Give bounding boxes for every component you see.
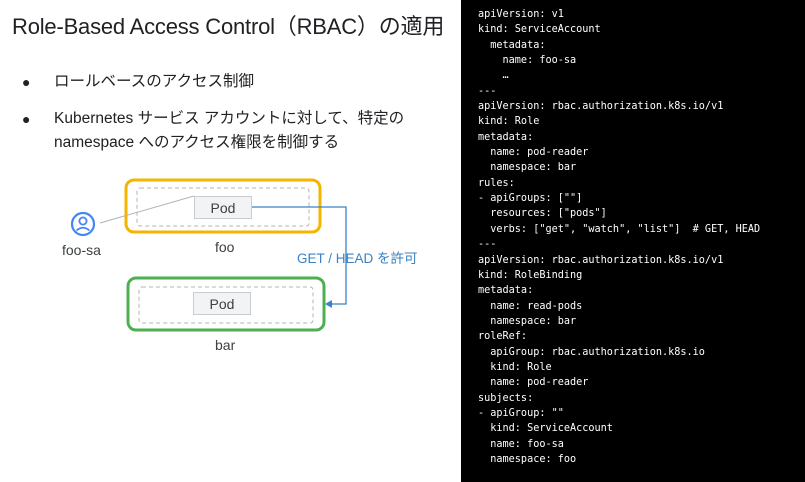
pod-foo: Pod: [194, 196, 252, 219]
code-line: name: read-pods: [478, 300, 583, 312]
code-line: …: [478, 70, 509, 82]
namespace-bar-inner-dashed: [138, 286, 314, 324]
bullet-list: ● ロールベースのアクセス制御 ● Kubernetes サービス アカウントに…: [22, 70, 452, 168]
bullet-marker: ●: [22, 111, 31, 127]
slide-left-panel: Role-Based Access Control（RBAC）の適用 ● ロール…: [0, 14, 461, 370]
code-line: kind: ServiceAccount: [478, 24, 601, 36]
bullet-item: ● Kubernetes サービス アカウントに対して、特定の namespac…: [22, 107, 452, 155]
rbac-diagram: Pod Pod foo-sa foo bar GET / HEAD を許可: [0, 170, 461, 370]
code-line: metadata:: [478, 285, 534, 297]
code-line: metadata:: [478, 39, 546, 51]
code-line: namespace: foo: [478, 453, 577, 465]
code-line: apiVersion: rbac.authorization.k8s.io/v1: [478, 254, 724, 266]
code-line: subjects:: [478, 392, 534, 404]
code-line: kind: ServiceAccount: [478, 423, 613, 435]
namespace-foo-box: [124, 178, 322, 234]
namespace-foo-inner-dashed: [136, 187, 310, 227]
code-line: apiVersion: v1: [478, 9, 564, 20]
code-line: name: pod-reader: [478, 377, 589, 389]
code-line: ---: [478, 85, 497, 97]
bullet-marker: ●: [22, 74, 31, 90]
code-line: ---: [478, 239, 497, 251]
code-line: rules:: [478, 177, 515, 189]
access-arrow-path: [251, 206, 347, 305]
code-line: apiVersion: rbac.authorization.k8s.io/v1: [478, 101, 724, 113]
code-line: kind: RoleBinding: [478, 269, 583, 281]
code-line: name: foo-sa: [478, 438, 564, 450]
code-panel: apiVersion: v1 kind: ServiceAccount metad…: [461, 0, 805, 482]
namespace-bar-label: bar: [215, 337, 236, 353]
slide-title: Role-Based Access Control（RBAC）の適用: [12, 14, 445, 39]
access-arrow-label: GET / HEAD を許可: [297, 251, 418, 266]
code-line: resources: ["pods"]: [478, 208, 607, 220]
code-line: roleRef:: [478, 331, 528, 343]
code-line: name: pod-reader: [478, 147, 589, 159]
bullet-text: ロールベースのアクセス制御: [54, 73, 254, 90]
yaml-code-block: apiVersion: v1 kind: ServiceAccount metad…: [478, 7, 760, 467]
person-circle-icon: [70, 211, 96, 237]
bullet-text: Kubernetes サービス アカウントに対して、特定の namespace …: [54, 110, 405, 151]
code-line: kind: Role: [478, 116, 540, 128]
pod-bar: Pod: [193, 292, 251, 315]
user-to-pod-line: [99, 195, 195, 224]
access-arrow-head: [325, 300, 332, 308]
namespace-foo-label: foo: [215, 239, 235, 255]
code-line: namespace: bar: [478, 315, 577, 327]
code-line: kind: Role: [478, 361, 552, 373]
diagram-shapes: [70, 178, 347, 332]
code-line: - apiGroups: [""]: [478, 193, 583, 205]
code-line: namespace: bar: [478, 162, 577, 174]
namespace-bar-box: [126, 276, 326, 332]
code-line: name: foo-sa: [478, 55, 577, 67]
code-line: metadata:: [478, 131, 534, 143]
code-line: - apiGroup: "": [478, 407, 564, 419]
user-label: foo-sa: [62, 242, 101, 258]
code-line: apiGroup: rbac.authorization.k8s.io: [478, 346, 705, 358]
code-line: verbs: ["get", "watch", "list"] # GET, H…: [478, 223, 761, 235]
bullet-item: ● ロールベースのアクセス制御: [22, 70, 452, 94]
